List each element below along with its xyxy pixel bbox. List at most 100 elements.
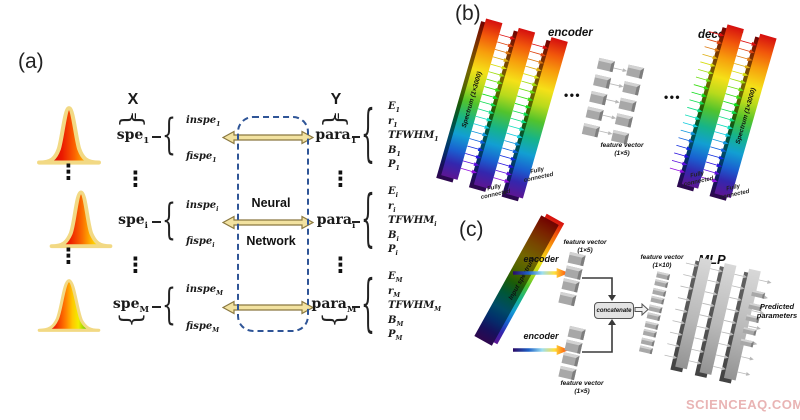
neural-network-box [237,116,309,332]
feature-cube [622,80,641,96]
connection-arrow [678,136,694,144]
fispe-i: fispei [186,236,215,249]
connection-arrow [694,336,708,343]
feature-cube [581,123,600,138]
connection-arrow [718,114,735,123]
y-symbol: Y [330,91,342,108]
connection-arrow [514,101,531,110]
network-text: Network [246,234,296,248]
connection-arrow [484,85,501,94]
connection-arrow [675,307,689,314]
feature-cube [650,296,665,305]
connection-arrow [682,121,698,129]
connection-arrow [469,137,486,146]
connection-arrow [508,124,525,133]
fv10-label: feature vector(1×10) [640,254,684,269]
connection-arrow [691,347,705,354]
connection-arrow [737,370,751,377]
y-overbrace: { [319,112,353,128]
connection-arrow [492,55,509,64]
connection-arrow [758,278,772,285]
connection-arrow [713,364,727,371]
connection-arrow [460,166,477,175]
concatenate-box: concatenate [594,302,634,319]
connection-arrow [602,113,617,120]
panel-b-label: (b) [455,2,481,25]
connection-arrow [667,342,681,349]
para-label-1: para1 [315,127,357,146]
spectrum-curve-1 [37,106,101,165]
para-ellipsis-1: ⋮ [330,167,351,191]
feature-cube [742,326,757,336]
encoder-arrow-bottom [513,345,569,355]
connection-arrow [512,109,529,118]
connection-arrow [473,122,490,131]
para-underbrace: { [317,312,351,328]
connection-arrow [525,64,542,73]
param-list-i: Ei ri TFWHMi Bi Pi [388,186,437,257]
connection-arrow [723,99,740,108]
feature-cube [642,328,657,338]
connection-arrow [721,330,735,337]
feature-vector-group-b [581,57,645,145]
connection-arrow [693,83,709,91]
spectra-ellipsis-2: ⋮ [58,244,79,268]
spectra-ellipsis-1: ⋮ [58,160,79,184]
connection-arrow [734,61,751,70]
connection-arrow [482,92,499,101]
connection-arrow [523,72,540,81]
connection-arrow [669,330,683,337]
param-brace-1: { [361,100,375,171]
spe-ellipsis-2: ⋮ [125,253,146,277]
connection-arrow [504,139,521,148]
connection-arrow [510,116,527,125]
neural-text: Neural [251,196,291,210]
input-spectrum-bar: Input spectrum [479,213,565,345]
encoder-title: encoder [548,27,593,39]
ellipsis-decoder: ••• [664,90,682,104]
connection-arrow [727,84,744,93]
mapping-arrow-3 [222,300,314,315]
connection-arrow [715,353,729,360]
connection-arrow [672,319,686,326]
spe-brace-i: { [162,197,176,245]
connection-arrow [490,62,507,71]
connection-arrow [499,153,516,162]
connection-arrow [606,97,621,104]
connection-arrow [723,318,737,325]
connection-arrow [674,151,690,159]
connection-arrow [729,77,746,86]
fispe-1: fispe1 [186,151,217,164]
connection-arrow [609,82,624,89]
panel-c-label: (c) [459,218,484,241]
feature-cube [561,278,580,293]
connection-arrow [704,45,720,53]
connection-arrow [475,114,492,123]
connection-arrow [680,284,694,291]
connection-arrow [477,107,494,116]
feature-cube [648,304,663,314]
decoder-ladder: Spectrum (1×3000) [666,20,777,199]
para-label-i: parai [316,212,356,231]
connection-arrow [465,151,482,160]
spectrum-curve-3 [37,279,101,332]
fispe-M: fispeM [186,321,220,334]
feature-cube [614,113,633,128]
connection-arrow [501,146,518,155]
mapping-arrow-1 [222,130,314,145]
mapping-arrow-2 [222,215,314,230]
feature-cube [656,271,671,281]
concat-output-arrow [634,303,649,316]
ellipsis-encoder: ••• [564,88,582,102]
watermark: SCIENCEAQ.COM [686,397,800,412]
connection-arrow [729,295,743,302]
param-list-M: EM rM TFWHMM BM PM [388,271,442,342]
spe-brace-M: { [162,282,176,330]
fv5-label-bottom: feature vector(1×5) [560,380,604,395]
panel-a-label: (a) [18,50,44,73]
connection-arrow [669,166,685,174]
spe-brace-1: { [162,112,176,160]
inspe-i: inspei [186,200,219,213]
para-tick-i [352,221,360,223]
